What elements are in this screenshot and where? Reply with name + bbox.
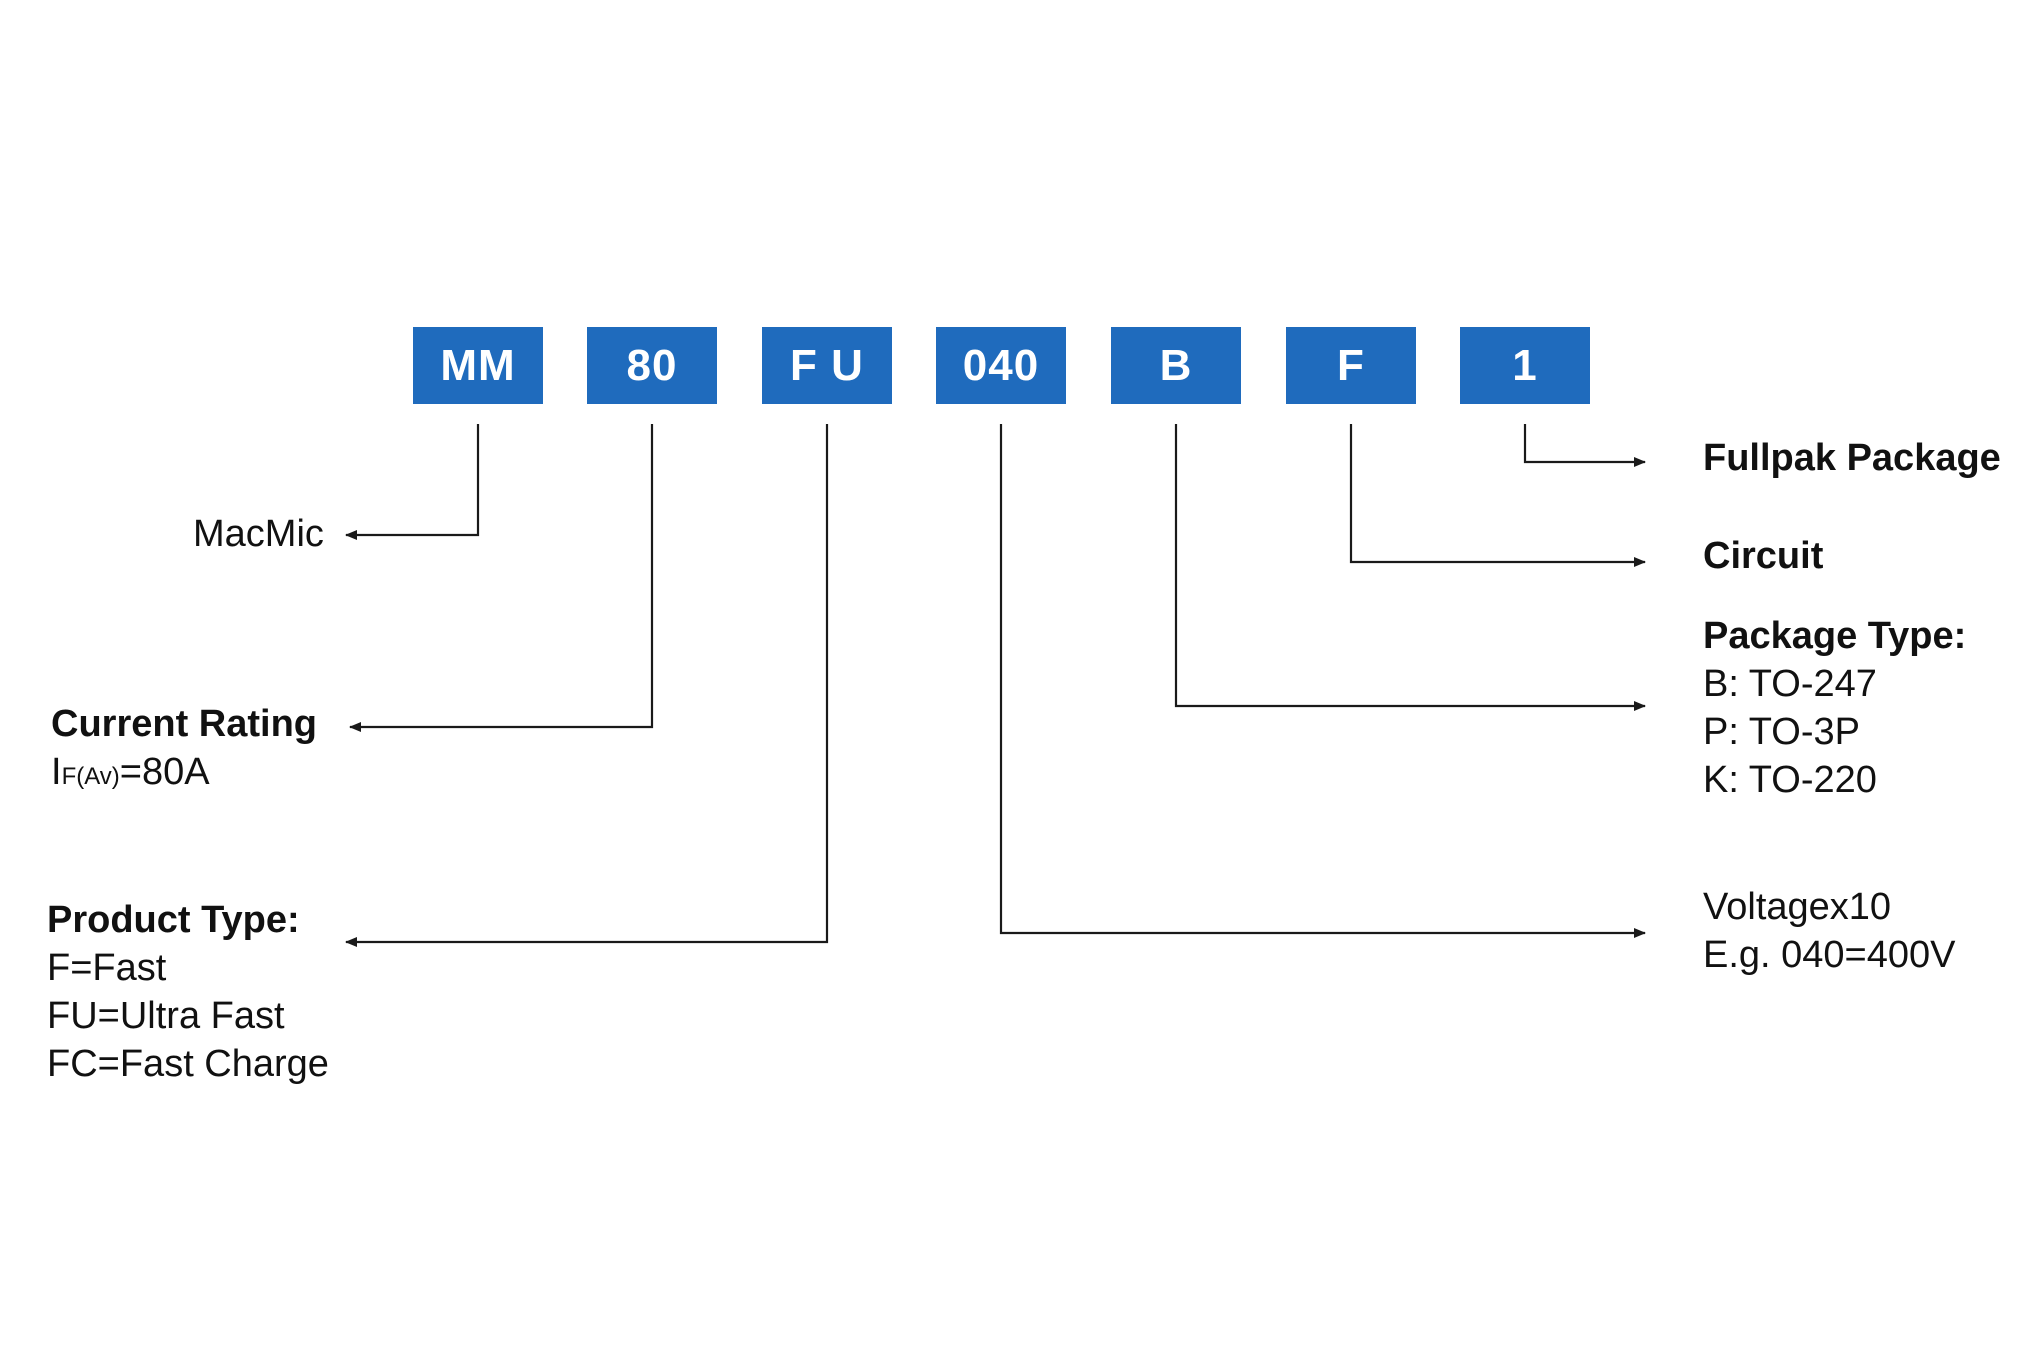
- label-fullpak: Fullpak Package: [1703, 434, 2001, 482]
- package-type-heading: Package Type:: [1703, 615, 1967, 657]
- code-box-040: 040: [936, 327, 1066, 404]
- code-box-80: 80: [587, 327, 717, 404]
- current-rating-value: IF(Av)=80A: [51, 748, 317, 801]
- label-circuit: Circuit: [1703, 532, 1823, 580]
- connector-f: [1349, 424, 1646, 567]
- code-box-f: F: [1286, 327, 1416, 404]
- connector-040: [999, 424, 1646, 938]
- current-value: =80A: [119, 751, 210, 793]
- code-box-b: B: [1111, 327, 1241, 404]
- product-type-heading: Product Type:: [47, 899, 300, 941]
- label-product-type: Product Type: F=Fast FU=Ultra Fast FC=Fa…: [47, 896, 329, 1088]
- package-type-line-2: P: TO-3P: [1703, 711, 1860, 753]
- fullpak-heading: Fullpak Package: [1703, 437, 2001, 479]
- code-box-fu: F U: [762, 327, 892, 404]
- product-type-line-2: FU=Ultra Fast: [47, 995, 285, 1037]
- voltage-line-1: Voltagex10: [1703, 886, 1892, 928]
- label-current-rating: Current Rating IF(Av)=80A: [51, 700, 317, 801]
- product-type-line-1: F=Fast: [47, 947, 167, 989]
- code-box-mm: MM: [413, 327, 543, 404]
- connector-fu: [345, 424, 829, 947]
- code-box-1: 1: [1460, 327, 1590, 404]
- voltage-line-2: E.g. 040=400V: [1703, 934, 1956, 976]
- product-type-line-3: FC=Fast Charge: [47, 1043, 329, 1085]
- current-rating-heading: Current Rating: [51, 703, 317, 745]
- current-symbol: I: [51, 751, 62, 793]
- label-voltage: Voltagex10 E.g. 040=400V: [1703, 883, 1956, 979]
- macmic-text: MacMic: [193, 513, 324, 555]
- label-package-type: Package Type: B: TO-247 P: TO-3P K: TO-2…: [1703, 612, 1966, 804]
- connector-80: [349, 424, 654, 732]
- package-type-line-1: B: TO-247: [1703, 663, 1877, 705]
- connector-mm: [345, 424, 480, 540]
- label-macmic: MacMic: [193, 510, 324, 558]
- package-type-line-3: K: TO-220: [1703, 759, 1877, 801]
- circuit-heading: Circuit: [1703, 535, 1824, 577]
- connector-b: [1174, 424, 1646, 711]
- connector-1: [1523, 424, 1646, 467]
- current-subscript: F(Av): [61, 763, 120, 790]
